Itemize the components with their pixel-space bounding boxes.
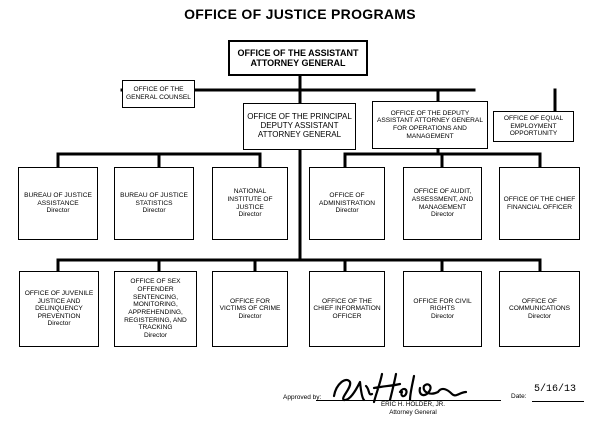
box-chief-information-officer: OFFICE OF THE CHIEF INFORMATION OFFICER: [309, 271, 385, 347]
handwritten-signature: [332, 372, 468, 404]
box-bureau-justice-assistance: BUREAU OF JUSTICE ASSISTANCE Director: [18, 167, 98, 240]
box-sex-offender-smart: OFFICE OF SEX OFFENDER SENTENCING, MONIT…: [114, 271, 197, 347]
box-assistant-attorney-general: OFFICE OF THE ASSISTANT ATTORNEY GENERAL: [228, 40, 368, 76]
box-office-administration: OFFICE OF ADMINISTRATION Director: [309, 167, 385, 240]
box-chief-financial-officer: OFFICE OF THE CHIEF FINANCIAL OFFICER: [499, 167, 580, 240]
box-juvenile-justice-delinquency-prevention: OFFICE OF JUVENILE JUSTICE AND DELINQUEN…: [19, 271, 99, 347]
box-deputy-aag-operations: OFFICE OF THE DEPUTY ASSISTANT ATTORNEY …: [372, 101, 488, 149]
chart-title: OFFICE OF JUSTICE PROGRAMS: [184, 6, 416, 22]
box-civil-rights: OFFICE FOR CIVIL RIGHTS Director: [403, 271, 482, 347]
box-bureau-justice-statistics: BUREAU OF JUSTICE STATISTICS Director: [114, 167, 194, 240]
signature-line: [316, 400, 501, 401]
approved-by-label: Approved by:: [283, 394, 322, 401]
signer-name: ERIC H. HOLDER, JR.: [380, 401, 446, 408]
box-national-institute-justice: NATIONAL INSTITUTE OF JUSTICE Director: [212, 167, 288, 240]
box-victims-of-crime: OFFICE FOR VICTIMS OF CRIME Director: [212, 271, 288, 347]
date-label: Date:: [511, 393, 527, 400]
signer-title: Attorney General: [389, 408, 437, 416]
box-communications: OFFICE OF COMMUNICATIONS Director: [499, 271, 580, 347]
box-principal-deputy-aag: OFFICE OF THE PRINCIPAL DEPUTY ASSISTANT…: [243, 103, 356, 150]
signer-block: ERIC H. HOLDER, JR. Attorney General: [368, 401, 458, 417]
box-general-counsel: OFFICE OF THE GENERAL COUNSEL: [122, 80, 195, 108]
date-value: 5/16/13: [534, 384, 577, 395]
box-equal-employment-opportunity: OFFICE OF EQUAL EMPLOYMENT OPPORTUNITY: [493, 111, 574, 142]
box-audit-assessment-management: OFFICE OF AUDIT, ASSESSMENT, AND MANAGEM…: [403, 167, 482, 240]
date-line: [532, 401, 584, 402]
